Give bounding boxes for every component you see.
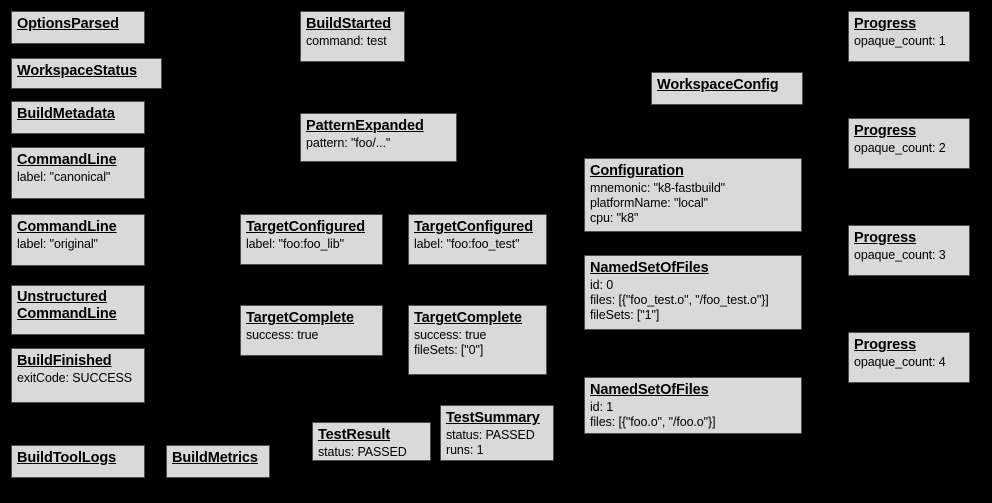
node-fields: label: "foo:foo_lib" — [246, 237, 377, 252]
node-title: CommandLine — [17, 152, 117, 168]
node-workspace-config[interactable]: WorkspaceConfig — [651, 72, 803, 105]
node-field: runs: 1 — [446, 443, 484, 458]
node-title: BuildStarted — [306, 16, 392, 32]
node-options-parsed[interactable]: OptionsParsed — [11, 11, 145, 44]
node-title: BuildMetrics — [172, 450, 258, 466]
node-title: BuildMetadata — [17, 106, 115, 122]
node-unstructured-command-line[interactable]: Unstructured CommandLine — [11, 285, 145, 335]
node-fields: command: test — [306, 34, 399, 49]
node-field: cpu: "k8" — [590, 211, 639, 226]
node-title: TargetConfigured — [414, 219, 533, 235]
node-field: opaque_count: 2 — [854, 140, 946, 155]
node-build-tool-logs[interactable]: BuildToolLogs — [11, 445, 145, 478]
node-title: Progress — [854, 16, 917, 32]
node-field: fileSets: ["1"] — [590, 308, 660, 323]
node-fields: exitCode: SUCCESS — [17, 371, 139, 386]
node-title: BuildFinished — [17, 353, 112, 369]
node-field: opaque_count: 4 — [854, 354, 946, 369]
node-field: label: "foo:foo_test" — [414, 236, 520, 251]
node-field: status: PASSED — [446, 427, 535, 442]
node-title: BuildToolLogs — [17, 450, 117, 466]
node-fields: opaque_count: 2 — [854, 141, 964, 156]
node-title: CommandLine — [17, 219, 117, 235]
node-title: Unstructured CommandLine — [17, 289, 117, 322]
node-fields: opaque_count: 4 — [854, 355, 964, 370]
node-field: command: test — [306, 33, 387, 48]
node-field: label: "foo:foo_lib" — [246, 236, 344, 251]
node-title: TestResult — [318, 427, 391, 443]
node-fields: label: "canonical" — [17, 170, 139, 185]
node-field: label: "original" — [17, 236, 98, 251]
node-title: NamedSetOfFiles — [590, 382, 709, 398]
node-field: id: 0 — [590, 277, 614, 292]
node-field: files: [{"foo.o", "/foo.o"}] — [590, 415, 716, 430]
node-title: Configuration — [590, 163, 684, 179]
node-fields: mnemonic: "k8-fastbuild"platformName: "l… — [590, 181, 796, 227]
node-workspace-status[interactable]: WorkspaceStatus — [11, 58, 162, 89]
node-title: TargetConfigured — [246, 219, 365, 235]
node-field: exitCode: SUCCESS — [17, 370, 133, 385]
node-title: TestSummary — [446, 410, 540, 426]
node-title: WorkspaceConfig — [657, 77, 779, 93]
node-fields: status: PASSED — [318, 445, 425, 460]
node-title: NamedSetOfFiles — [590, 260, 709, 276]
node-fields: label: "foo:foo_test" — [414, 237, 541, 252]
node-fields: opaque_count: 3 — [854, 248, 964, 263]
node-title: PatternExpanded — [306, 118, 424, 134]
node-field: platformName: "local" — [590, 196, 708, 211]
node-title: WorkspaceStatus — [17, 63, 137, 79]
node-field: opaque_count: 1 — [854, 33, 946, 48]
node-title: OptionsParsed — [17, 16, 119, 32]
node-field: files: [{"foo_test.o", "/foo_test.o"}] — [590, 293, 769, 308]
node-field: status: PASSED — [318, 444, 407, 459]
node-field: id: 1 — [590, 399, 614, 414]
node-build-metadata[interactable]: BuildMetadata — [11, 101, 145, 134]
node-fields: opaque_count: 1 — [854, 34, 964, 49]
node-build-metrics[interactable]: BuildMetrics — [166, 445, 270, 478]
node-fields: pattern: "foo/..." — [306, 136, 451, 151]
node-fields: success: true — [246, 328, 377, 343]
node-field: fileSets: ["0"] — [414, 343, 484, 358]
node-title: Progress — [854, 337, 917, 353]
node-field: mnemonic: "k8-fastbuild" — [590, 180, 726, 195]
node-title: Progress — [854, 230, 917, 246]
node-fields: label: "original" — [17, 237, 139, 252]
node-title: Progress — [854, 123, 917, 139]
node-title: TargetComplete — [246, 310, 354, 326]
node-field: success: true — [414, 327, 487, 342]
node-field: label: "canonical" — [17, 169, 111, 184]
node-title: TargetComplete — [414, 310, 522, 326]
node-field: success: true — [246, 327, 319, 342]
node-field: opaque_count: 3 — [854, 247, 946, 262]
node-field: pattern: "foo/..." — [306, 135, 391, 150]
